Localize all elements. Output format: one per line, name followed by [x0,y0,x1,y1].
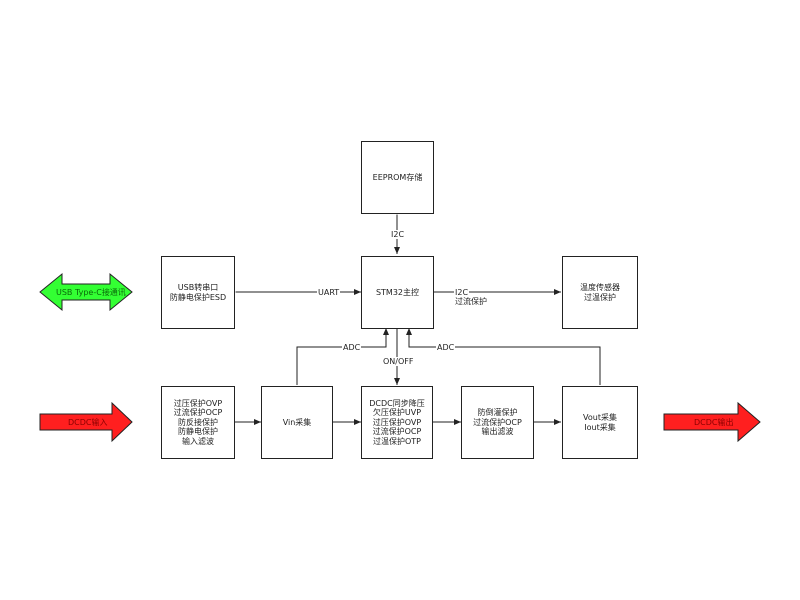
block-text-line: 过温保护OTP [372,436,421,446]
block-text-line: STM32主控 [375,287,420,297]
adc-vout-connector [406,328,601,385]
block-text-line: Vout采集 [583,413,617,422]
block-text-line: 防静电保护 [178,427,218,437]
block-text-line: 防静电保护ESD [169,292,227,302]
usb-double-arrow [39,272,133,312]
dc-output-arrow-label: DCDC输出 [694,418,734,427]
adc-vin-label: ADC [342,343,362,352]
dc-input-arrow-label: DCDC输入 [68,418,108,427]
block-text-line: 欠压保护UVP [372,408,422,418]
usb-arrow-label: USB Type-C接通讯 [56,288,126,297]
block-text-line: 输入滤波 [182,436,214,446]
block-text-line: Vin采集 [282,417,312,427]
vin-sampling-block: Vin采集 [261,386,333,459]
adc-vin-connector [296,328,389,385]
block-text-line: 防反接保护 [178,417,218,427]
block-text-line: 过温保护 [584,292,616,302]
block-text-line: EEPROM存储 [372,172,423,182]
block-text-line: 过流保护OCP [173,408,223,418]
uart-label: UART [317,288,341,297]
block-text-line: Iout采集 [584,422,616,432]
eeprom-block: EEPROM存储 [361,141,434,214]
block-text-line: 输出滤波 [481,427,514,437]
adc-vout-label: ADC [436,343,456,352]
block-text-line: 过压保护OVP [372,417,422,427]
block-text-line: 防倒灌保护 [477,408,518,418]
block-text-line: 温度传感器 [580,283,620,292]
temp-sensor-block: 温度传感器过温保护 [562,256,638,329]
i2c-temp-label: I2C [454,288,470,297]
overcurrent-label: 过流保护 [455,297,487,306]
usb-serial-block: USB转串口防静电保护ESD [161,256,235,329]
i2c-eeprom-label: I2C [390,230,406,239]
block-text-line: 过流保护OCP [372,427,422,437]
dc-input-arrow [39,401,133,443]
block-text-line: 过流保护OCP [473,417,522,427]
dc-output-arrow [663,401,761,443]
block-text-line: DCDC同步降压 [369,398,425,408]
stm32-block: STM32主控 [361,256,434,329]
block-text-line: USB转串口 [177,283,219,292]
block-text-line: 过压保护OVP [173,398,223,408]
on-off-label: ON/OFF [382,357,415,366]
